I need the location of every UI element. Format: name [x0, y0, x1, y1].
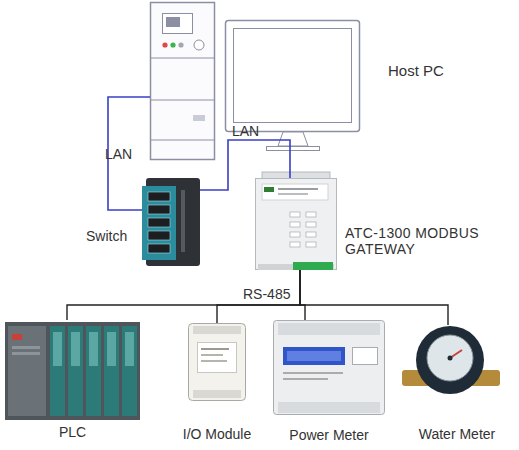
- gateway-device-part: [306, 232, 316, 237]
- plc-device-part: [50, 326, 65, 416]
- power-meter-part: [283, 372, 343, 374]
- power-meter: [274, 321, 385, 415]
- power-meter-part: [278, 402, 380, 413]
- network-switch-part: [148, 218, 170, 227]
- gateway-device-part: [278, 193, 308, 195]
- io-module-part: [201, 360, 227, 362]
- network-switch: Switch: [142, 178, 200, 266]
- pc-monitor-part: [226, 21, 360, 132]
- plc-device-part: [86, 326, 101, 416]
- device-label: Host PC: [388, 62, 478, 79]
- gateway-device-part: [306, 222, 316, 227]
- device-label: PLC: [5, 424, 140, 440]
- bus-label: RS-485: [243, 286, 303, 302]
- network-switch: [142, 178, 200, 266]
- power-meter-part: [283, 378, 328, 380]
- gateway-device: [256, 172, 337, 270]
- pc-tower-part: [166, 17, 180, 27]
- io-module-part: [193, 390, 241, 398]
- edge-label: LAN: [232, 123, 282, 139]
- gateway-device-part: [290, 232, 300, 237]
- io-module: [189, 324, 246, 401]
- plc-device-part: [107, 332, 116, 366]
- pc-monitor: [226, 21, 360, 151]
- device-label: I/O Module: [147, 426, 287, 442]
- gateway-device-part: [306, 242, 316, 247]
- gateway-device-part: [264, 187, 274, 192]
- plc-device-part: [125, 332, 134, 366]
- gateway-device-part: [290, 242, 300, 247]
- plc-device: PLC: [5, 320, 140, 420]
- pc-tower-part: [170, 42, 175, 47]
- device-label: ATC-1300 MODBUS GATEWAY: [345, 225, 495, 257]
- power-meter-part: [353, 348, 378, 365]
- network-switch-part: [148, 244, 170, 253]
- network-switch-part: [148, 192, 170, 201]
- water-meter: Water Meter: [402, 325, 500, 403]
- water-meter-part: [416, 326, 484, 394]
- modbus-gateway: ATC-1300 MODBUS GATEWAY: [255, 178, 337, 270]
- plc-device-part: [12, 334, 22, 340]
- pc-monitor-part: [234, 29, 352, 123]
- rs485-bus: [300, 270, 305, 320]
- device-label: Water Meter: [394, 426, 519, 442]
- pc-tower-part: [193, 115, 205, 121]
- pc-monitor-part: [278, 132, 308, 146]
- lan-cable: [200, 140, 290, 190]
- gateway-device-part: [293, 262, 333, 270]
- power-meter: Power Meter: [273, 320, 385, 415]
- gateway-device-part: [262, 184, 328, 200]
- pc-tower-part: [150, 100, 215, 101]
- network-switch-part: [142, 186, 176, 260]
- pc-tower: [150, 3, 215, 160]
- device-label: Switch: [86, 228, 140, 244]
- pc-tower-part: [162, 42, 167, 47]
- power-meter-part: [287, 351, 341, 361]
- plc-device: [5, 322, 140, 420]
- plc-device-part: [122, 326, 137, 416]
- plc-device-part: [5, 322, 140, 420]
- gateway-device-part: [306, 212, 316, 217]
- gateway-device-part: [256, 179, 337, 270]
- plc-device-part: [89, 332, 98, 366]
- pc-tower-part: [178, 42, 183, 47]
- io-module-part: [201, 354, 223, 356]
- io-module-part: [201, 348, 229, 350]
- power-meter-part: [283, 347, 345, 365]
- io-module-part: [189, 324, 246, 401]
- plc-device-part: [71, 332, 80, 366]
- water-meter-part: [448, 356, 453, 361]
- plc-device-part: [8, 326, 46, 416]
- edge-label: LAN: [105, 146, 155, 162]
- device-label: Power Meter: [263, 427, 395, 443]
- gateway-device-part: [290, 212, 300, 217]
- pc-monitor-part: [267, 147, 320, 151]
- power-meter-part: [278, 323, 380, 335]
- power-meter-part: [274, 321, 385, 415]
- io-module-part: [193, 326, 241, 334]
- water-meter-part: [427, 335, 473, 381]
- network-switch-part: [181, 190, 185, 252]
- rs485-bus: [300, 270, 448, 325]
- water-meter: [402, 326, 500, 394]
- network-switch-part: [148, 205, 170, 214]
- pc-tower-part: [163, 14, 193, 34]
- plc-device-part: [104, 326, 119, 416]
- io-module-part: [198, 343, 237, 373]
- pc-tower-part: [150, 140, 215, 141]
- pc-tower-part: [194, 40, 204, 50]
- gateway-device-part: [290, 222, 300, 227]
- gateway-device-part: [278, 188, 318, 190]
- network-switch-part: [148, 231, 170, 240]
- pc-tower-part: [150, 58, 215, 59]
- plc-device-part: [68, 326, 83, 416]
- plc-device-part: [53, 332, 62, 366]
- pc-tower-part: [151, 3, 215, 160]
- plc-device-part: [12, 352, 40, 355]
- io-module: I/O Module: [188, 323, 246, 403]
- plc-device-part: [12, 346, 40, 349]
